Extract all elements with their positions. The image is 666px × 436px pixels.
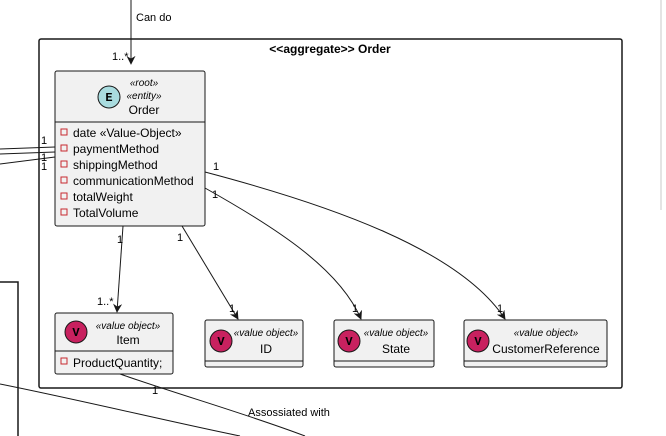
svg-text:TotalVolume: TotalVolume: [73, 206, 139, 220]
order-attribute: totalWeight: [60, 190, 133, 204]
order-cust-dst-mult: 1: [497, 303, 503, 315]
attribute-marker-icon: [60, 192, 68, 200]
value-object-badge-icon: [64, 320, 88, 344]
order-id-dst-mult: 1: [229, 303, 235, 315]
item-class[interactable]: V «value object» Item ProductQuantity;: [54, 312, 174, 375]
customer-ref-class-name: CustomerReference: [492, 342, 600, 356]
order-attribute: communicationMethod: [60, 174, 194, 188]
order-attribute: paymentMethod: [60, 142, 159, 156]
item-attribute: ProductQuantity;: [60, 356, 162, 370]
value-badge-letter: V: [217, 335, 225, 349]
attribute-marker-icon: [60, 128, 68, 136]
customer-reference-class[interactable]: V «value object» CustomerReference: [463, 319, 608, 368]
state-stereotype: «value object»: [364, 328, 429, 339]
order-item-dst-mult: 1..*: [97, 296, 114, 308]
order-attribute: shippingMethod: [60, 158, 158, 172]
left-mult-c: 1: [41, 161, 47, 173]
offscreen-class-box: [0, 281, 19, 436]
svg-text:date «Value-Object»: date «Value-Object»: [73, 126, 182, 140]
value-object-badge-icon: [466, 329, 490, 353]
item-class-name: Item: [116, 333, 139, 347]
left-outgoing-link: [0, 383, 241, 436]
order-id-link: [181, 225, 239, 320]
left-link-c: [0, 156, 56, 165]
order-stereotype-root: «root»: [130, 78, 159, 89]
attribute-marker-icon: [60, 160, 68, 168]
value-badge-letter: V: [474, 335, 482, 349]
svg-text:totalWeight: totalWeight: [73, 190, 133, 204]
package-title: <<aggregate>> Order: [269, 42, 391, 56]
left-mult-a: 1: [41, 135, 47, 147]
order-class-name: Order: [129, 103, 160, 117]
entity-badge-letter: E: [105, 91, 112, 105]
left-link-a: [0, 146, 56, 150]
customer-ref-stereotype: «value object»: [514, 328, 579, 339]
can-do-label: Can do: [136, 12, 171, 24]
state-class[interactable]: V «value object» State: [333, 319, 435, 368]
attribute-marker-icon: [60, 144, 68, 152]
svg-text:ProductQuantity;: ProductQuantity;: [73, 356, 162, 370]
item-stereotype: «value object»: [96, 321, 161, 332]
entity-badge-icon: [97, 85, 121, 109]
attribute-marker-icon: [60, 208, 68, 216]
item-outgoing-link: [119, 373, 306, 436]
order-id-src-mult: 1: [177, 232, 183, 244]
order-item-link: [113, 225, 124, 313]
assoc-label: Assossiated with: [248, 407, 330, 419]
left-mult-b: 1: [41, 152, 47, 164]
can-do-multiplicity: 1..*: [112, 51, 129, 63]
value-badge-letter: V: [72, 326, 80, 340]
order-stereotype-entity: «entity»: [126, 91, 161, 102]
order-customer-link: [204, 171, 506, 320]
svg-text:paymentMethod: paymentMethod: [73, 142, 159, 156]
order-cust-src-mult: 1: [213, 161, 219, 173]
item-bottom-mult: 1: [152, 385, 158, 397]
order-attribute: date «Value-Object»: [60, 126, 182, 140]
left-link-b: [0, 151, 56, 155]
state-class-name: State: [382, 342, 410, 356]
value-badge-letter: V: [345, 335, 353, 349]
svg-text:shippingMethod: shippingMethod: [73, 158, 158, 172]
value-object-badge-icon: [337, 329, 361, 353]
id-class-name: ID: [260, 342, 272, 356]
order-attribute: TotalVolume: [60, 206, 139, 220]
order-class[interactable]: E «root» «entity» Order date «Value-Obje…: [54, 70, 206, 227]
svg-text:communicationMethod: communicationMethod: [73, 174, 194, 188]
order-state-src-mult: 1: [212, 189, 218, 201]
order-state-dst-mult: 1: [352, 303, 358, 315]
attribute-marker-icon: [60, 357, 68, 365]
order-item-src-mult: 1: [117, 234, 123, 246]
attribute-marker-icon: [60, 176, 68, 184]
id-stereotype: «value object»: [234, 328, 299, 339]
id-class[interactable]: V «value object» ID: [204, 319, 304, 368]
aggregate-package: [38, 38, 623, 389]
order-state-link: [204, 187, 362, 320]
value-object-badge-icon: [209, 329, 233, 353]
